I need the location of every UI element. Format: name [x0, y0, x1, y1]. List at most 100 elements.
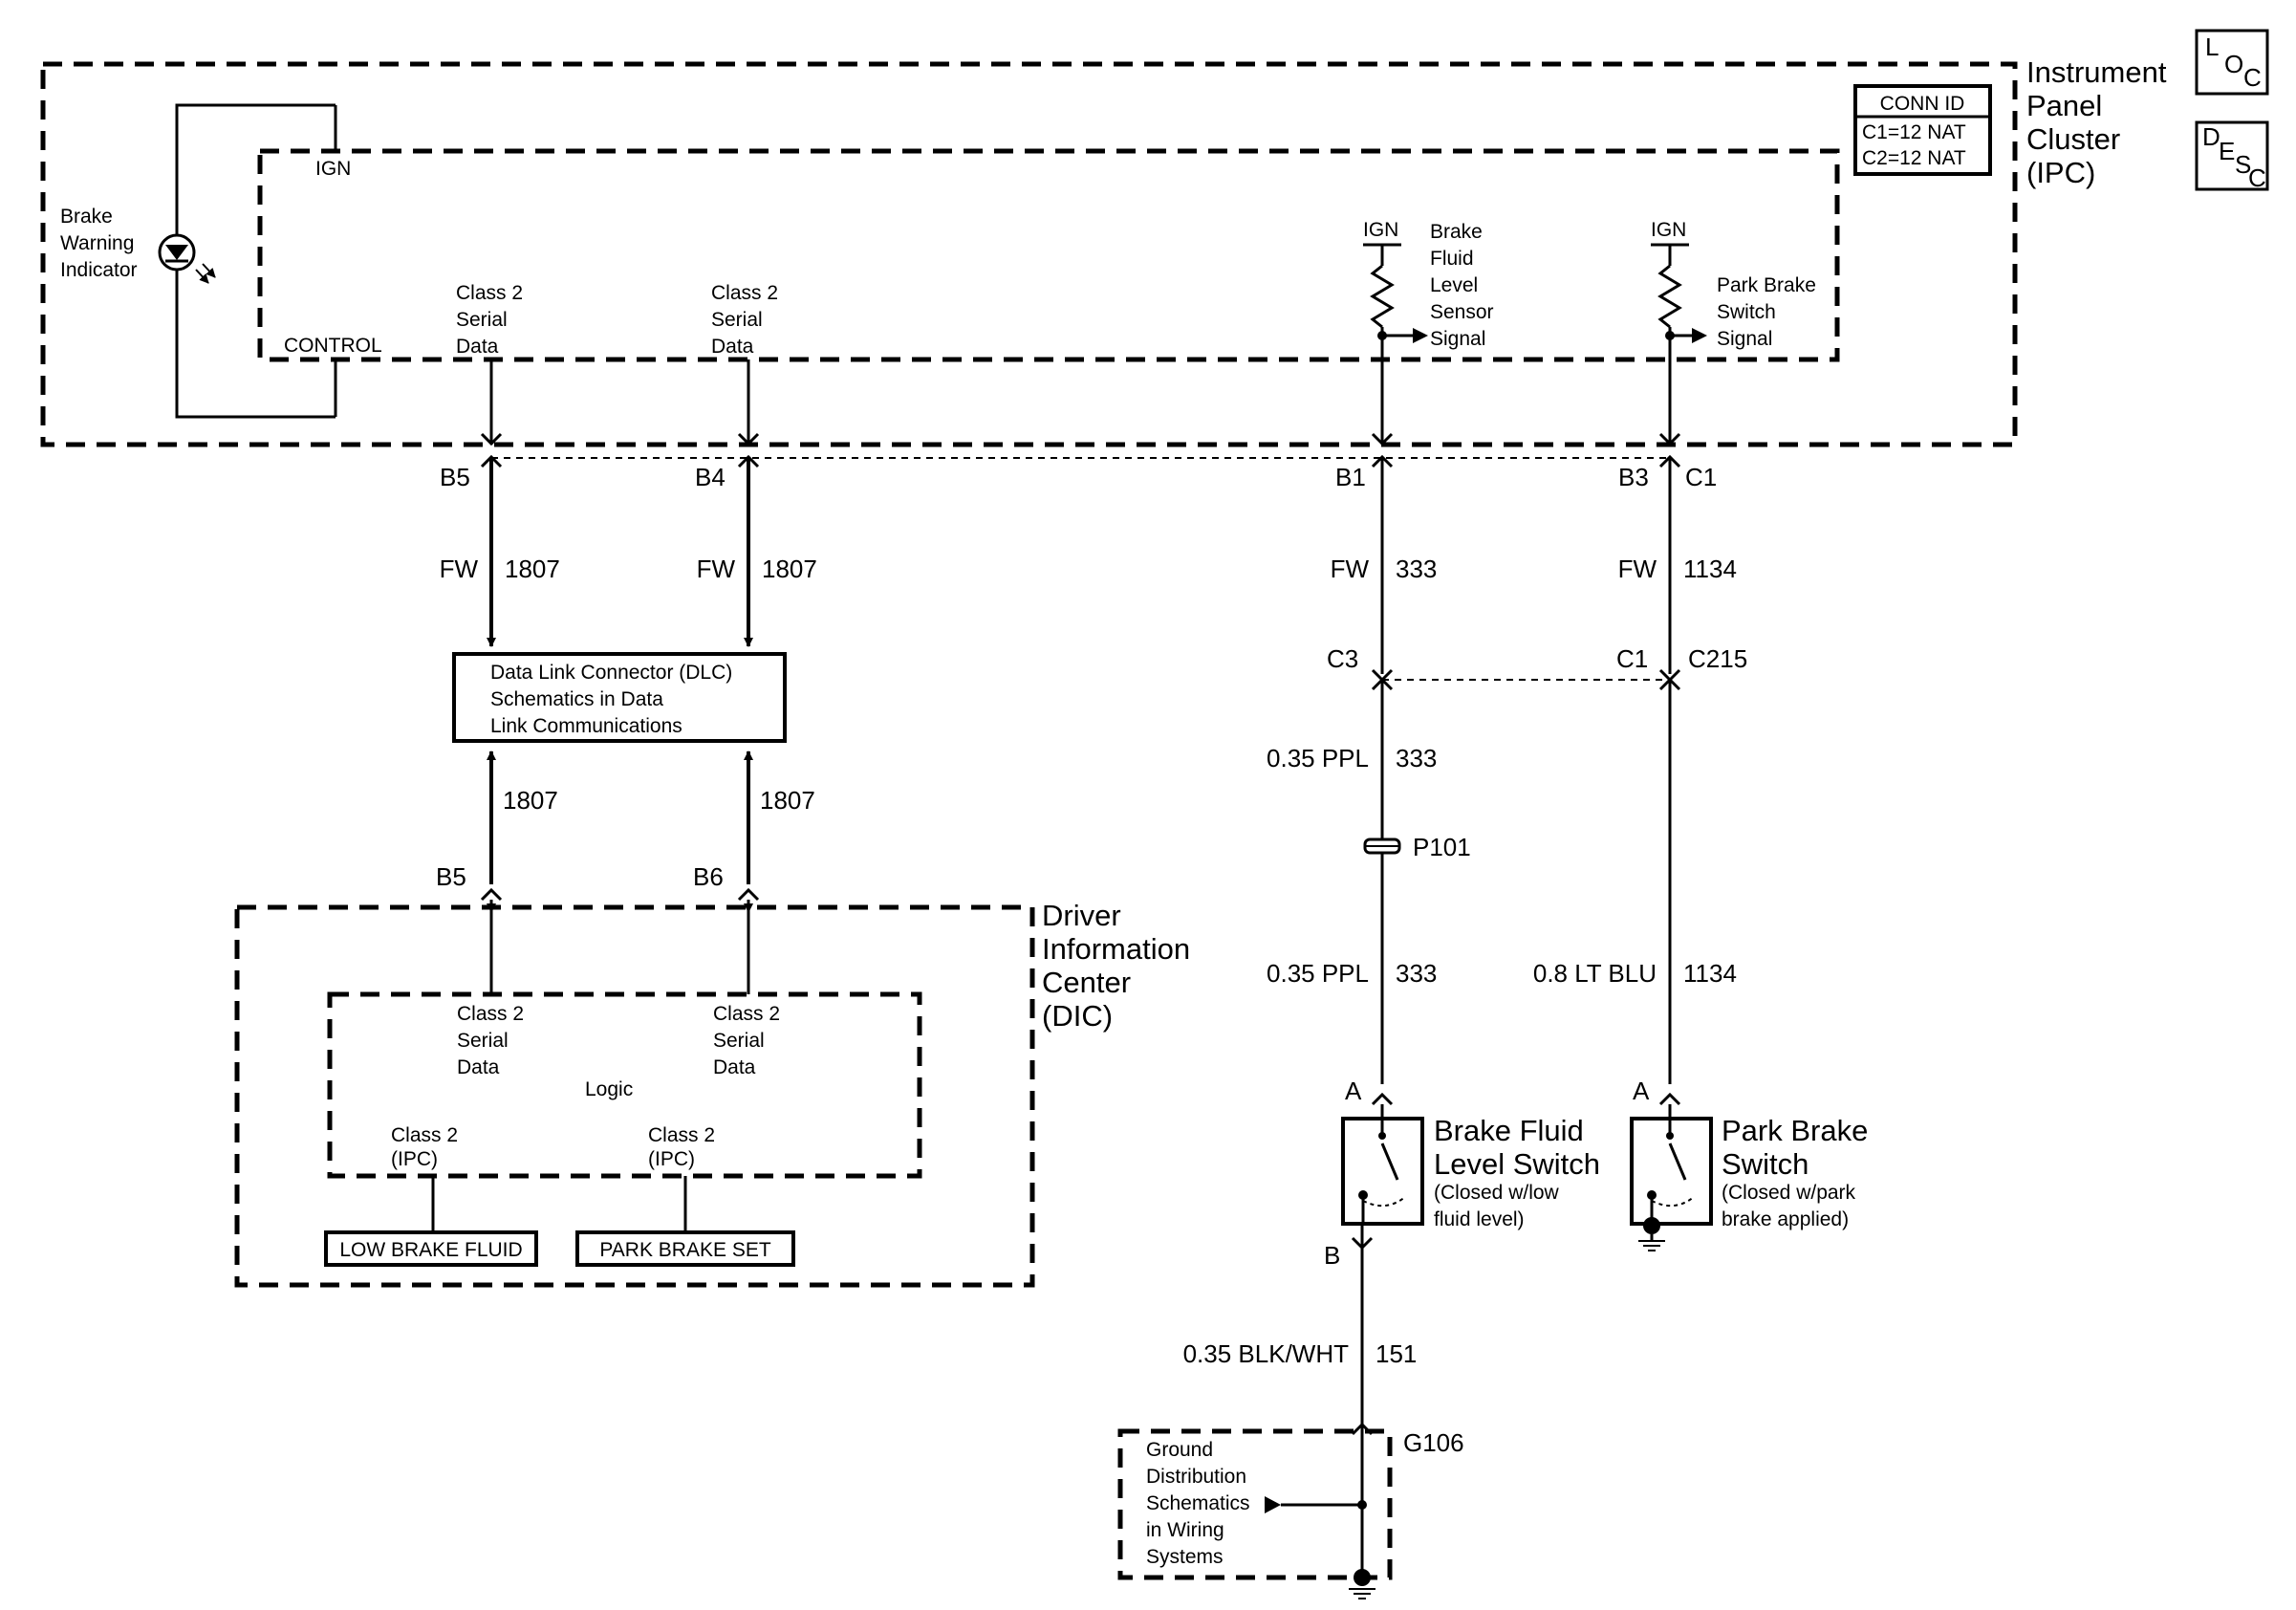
connector-chevrons-dic — [480, 887, 760, 902]
svg-text:333: 333 — [1396, 959, 1437, 988]
svg-text:D: D — [2202, 122, 2220, 151]
pin-b6-dic: B6 — [693, 862, 724, 891]
brake-indicator-label: Brake Warning Indicator — [60, 206, 138, 281]
p101-splice — [1363, 838, 1401, 855]
wire-label-w2: FW 1807 — [697, 555, 817, 583]
ground-icon — [1349, 1569, 1375, 1599]
svg-text:Indicator: Indicator — [60, 259, 138, 281]
svg-text:O: O — [2224, 50, 2243, 78]
svg-text:in Wiring: in Wiring — [1146, 1519, 1224, 1541]
dic-serial-label-a: Class 2 Serial Data — [457, 1003, 524, 1078]
brake-fluid-signal-label: Brake Fluid Level Sensor Signal — [1430, 221, 1494, 350]
pin-g106: G106 — [1403, 1428, 1464, 1457]
svg-text:1134: 1134 — [1683, 959, 1737, 988]
svg-text:FW: FW — [1331, 555, 1370, 583]
svg-text:Data: Data — [456, 336, 499, 358]
ground-distribution-box[interactable] — [1117, 1428, 1393, 1580]
pin-c3: C3 — [1327, 644, 1358, 673]
brake-fluid-pullup: IGN — [1363, 219, 1428, 445]
park-brake-switch-title: Park Brake Switch — [1722, 1114, 1868, 1181]
svg-text:Switch: Switch — [1717, 301, 1776, 323]
ign-label: IGN — [315, 158, 351, 180]
svg-text:Switch: Switch — [1722, 1147, 1809, 1181]
svg-text:Schematics in Data: Schematics in Data — [490, 688, 663, 710]
park-brake-switch-note: (Closed w/park brake applied) — [1722, 1182, 1856, 1230]
dic-outer-border — [234, 904, 1035, 1288]
svg-text:Data: Data — [713, 1056, 756, 1078]
svg-text:IGN: IGN — [1651, 219, 1686, 241]
svg-text:Warning: Warning — [60, 232, 134, 254]
dlc-box[interactable]: Data Link Connector (DLC) Schematics in … — [452, 652, 787, 743]
svg-text:Distribution: Distribution — [1146, 1466, 1246, 1488]
svg-text:IGN: IGN — [1363, 219, 1398, 241]
svg-text:Serial: Serial — [711, 309, 763, 331]
low-brake-fluid-message: LOW BRAKE FLUID — [324, 1230, 538, 1267]
brake-fluid-level-switch[interactable] — [1341, 1104, 1424, 1226]
svg-text:C: C — [2243, 63, 2262, 92]
svg-text:Information: Information — [1042, 932, 1190, 966]
svg-text:Class 2: Class 2 — [456, 282, 523, 304]
brake-fluid-switch-title: Brake Fluid Level Switch — [1434, 1114, 1600, 1181]
svg-text:fluid level): fluid level) — [1434, 1208, 1525, 1230]
loc-icon[interactable]: L O C — [2195, 29, 2269, 96]
svg-text:Class 2: Class 2 — [711, 282, 778, 304]
pin-b-fluid: B — [1324, 1241, 1340, 1270]
svg-text:(DIC): (DIC) — [1042, 999, 1113, 1033]
serial-data-label-a: Class 2 Serial Data — [456, 282, 523, 358]
park-brake-pullup: IGN — [1651, 219, 1707, 445]
ipc-inner-border — [257, 148, 1840, 362]
svg-text:CONN ID: CONN ID — [1880, 93, 1965, 115]
dic-logic-border — [327, 991, 922, 1179]
svg-text:Brake: Brake — [1430, 221, 1483, 243]
svg-text:Panel: Panel — [2026, 89, 2102, 122]
svg-text:Driver: Driver — [1042, 899, 1121, 932]
pin-b5-top: B5 — [440, 463, 470, 491]
park-brake-set-message: PARK BRAKE SET — [575, 1230, 795, 1267]
brake-warning-indicator — [158, 103, 337, 419]
svg-text:Link Communications: Link Communications — [490, 715, 682, 737]
wire-label-w5: 1807 — [503, 786, 558, 815]
svg-text:(IPC): (IPC) — [648, 1148, 695, 1170]
wire-label-w7: 0.35 PPL 333 — [1267, 744, 1437, 772]
park-brake-signal-label: Park Brake Switch Signal — [1717, 274, 1816, 350]
svg-text:Brake: Brake — [60, 206, 113, 228]
svg-text:C1=12 NAT: C1=12 NAT — [1862, 121, 1966, 143]
svg-text:Data: Data — [711, 336, 754, 358]
svg-text:brake applied): brake applied) — [1722, 1208, 1849, 1230]
park-brake-switch[interactable] — [1630, 1104, 1713, 1251]
svg-text:Serial: Serial — [457, 1030, 509, 1052]
dic-ipc-label-a: Class 2 (IPC) — [391, 1124, 458, 1170]
wire-label-w10: 0.35 BLK/WHT 151 — [1183, 1339, 1418, 1368]
svg-text:FW: FW — [697, 555, 736, 583]
pin-c215: C215 — [1688, 644, 1747, 673]
dic-serial-label-b: Class 2 Serial Data — [713, 1003, 780, 1078]
svg-text:Signal: Signal — [1430, 328, 1485, 350]
dic-title: Driver Information Center (DIC) — [1042, 899, 1190, 1033]
svg-text:0.8 LT BLU: 0.8 LT BLU — [1533, 959, 1657, 988]
wire-label-w3: FW 333 — [1331, 555, 1438, 583]
svg-text:FW: FW — [440, 555, 479, 583]
wire-label-w8: 0.35 PPL 333 — [1267, 959, 1437, 988]
desc-icon[interactable]: D E S C — [2195, 120, 2269, 192]
connector-chevrons-switches — [1371, 1092, 1681, 1106]
svg-text:0.35 PPL: 0.35 PPL — [1267, 959, 1369, 988]
svg-text:0.35 PPL: 0.35 PPL — [1267, 744, 1369, 772]
pin-c1-mid: C1 — [1616, 644, 1648, 673]
svg-text:Schematics: Schematics — [1146, 1492, 1250, 1514]
ground-distribution-label: Ground Distribution Schematics in Wiring… — [1146, 1439, 1250, 1568]
serial-data-label-b: Class 2 Serial Data — [711, 282, 778, 358]
wire-label-w4: FW 1134 — [1618, 555, 1737, 583]
svg-text:Serial: Serial — [456, 309, 508, 331]
svg-text:Park Brake: Park Brake — [1722, 1114, 1868, 1147]
svg-text:Systems: Systems — [1146, 1546, 1224, 1568]
svg-text:C: C — [2248, 163, 2266, 192]
svg-text:S: S — [2235, 150, 2251, 179]
connector-chevrons-top — [480, 432, 1681, 468]
svg-text:Level Switch: Level Switch — [1434, 1147, 1600, 1181]
svg-text:Data: Data — [457, 1056, 500, 1078]
svg-text:333: 333 — [1396, 744, 1437, 772]
wire-label-w1: FW 1807 — [440, 555, 560, 583]
svg-text:0.35 BLK/WHT: 0.35 BLK/WHT — [1183, 1339, 1350, 1368]
svg-text:L: L — [2205, 33, 2219, 61]
